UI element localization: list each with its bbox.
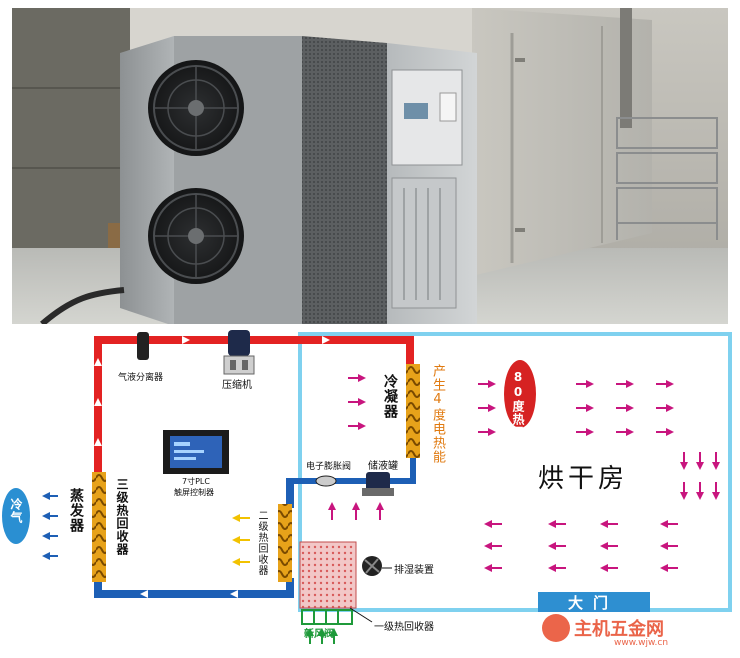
cable-hose [40,287,125,324]
condenser-label: 冷凝器 [382,374,398,419]
watermark-url: www.wjw.cn [614,638,669,648]
receiver-label: 储液罐 [368,461,398,472]
control-display [404,103,428,119]
exhaust-pipe [620,8,632,128]
unit-mesh-grille [302,36,387,324]
airflow-arrows [328,374,720,572]
heat-pump-dryer-photo [12,8,728,324]
top-fan-icon [148,60,244,156]
expansion-valve-label: 电子膨胀阀 [306,462,352,472]
recovery1-core [299,541,357,609]
receiver-icon [362,472,394,496]
hot-air-label: 80度热风 [511,370,525,439]
evaporator-label: 蒸发器 [68,488,84,533]
cold-air-arrows [42,492,58,560]
recovery3-label: 三级热回收器 [115,478,129,556]
schematic-lines [2,330,732,644]
separator-icon [137,332,149,360]
recovery2-label: 二级热回收器 [256,510,267,576]
pipe-flow-arrows [94,336,330,598]
fresh-air-arrows [306,628,338,644]
drying-room-outline [298,332,732,612]
watermark-logo-icon [542,614,570,642]
watermark-brand: 主机五金网 [574,619,664,640]
separator-label: 气液分离器 [118,373,164,383]
air-vent [391,177,457,309]
recovery1-leader [349,607,373,623]
compressor-icon [223,330,255,375]
bottom-fan-icon [148,188,244,284]
door-label: 大门 [568,594,619,612]
cold-air-badge [2,488,30,544]
compressor-label: 压缩机 [222,380,252,391]
cold-air-label: 冷气 [9,498,23,524]
plc-label-line1: 7寸PLC [182,477,210,486]
drying-room-label: 烘干房 [538,464,629,494]
equipment-photo [12,8,728,324]
evaporator-coil [92,472,106,582]
fresh-air-valve-icon [301,609,353,625]
drying-room-side [472,8,652,276]
drying-racks [616,117,718,240]
cold-refrigerant-pipe [94,456,416,598]
system-schematic: 气液分离器 压缩机 冷凝器 产生4度电热能 80度热风 烘干房 电子膨胀阀 储液… [0,328,740,658]
recovery2-coil [278,504,292,582]
dehumidifier-fan-icon [362,556,382,576]
plc-touchscreen-icon [163,430,229,474]
condenser-coil [406,364,420,458]
heat-note-label: 产生4度电热能 [430,364,445,464]
recovery1-label: 一级热回收器 [374,622,434,633]
plc-label-line2: 触屏控制器 [174,488,214,497]
fresh-air-valve-label: 新风阀 [304,629,334,640]
recovery-air-arrows [232,514,250,566]
dehumidifier-label: 排湿装置 [394,565,434,576]
expansion-valve-icon [315,475,337,487]
hot-air-badge [504,360,536,428]
door-panel [538,592,650,612]
